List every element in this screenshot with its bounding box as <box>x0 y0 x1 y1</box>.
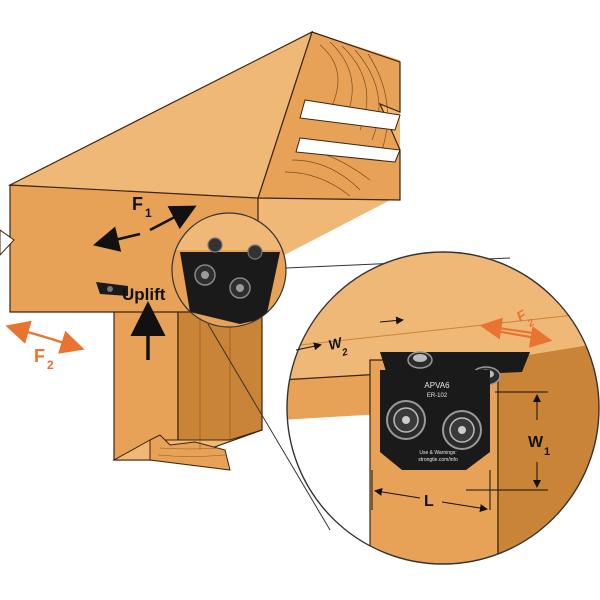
f1-subscript: 1 <box>145 206 152 220</box>
w1-dimension: W 1 <box>466 391 550 491</box>
f2-subscript: 2 <box>47 358 54 372</box>
leg-bolt-2 <box>442 410 482 450</box>
uplift-arrow: Uplift <box>122 285 166 360</box>
l-dimension: L <box>371 470 491 513</box>
bracket-warning-line1: Use & Warnings: <box>419 450 456 456</box>
bracket-warning-line2: strongtie.com/info <box>418 457 458 463</box>
leg-bolt-1 <box>386 400 426 440</box>
zoom-source-circle <box>171 212 287 328</box>
bracket-model-text: APVA6 <box>424 381 450 390</box>
zoom-line-bottom <box>207 323 331 531</box>
f2-arrow: F 2 <box>5 320 85 372</box>
bracket-report-text: ER-102 <box>427 393 448 399</box>
uplift-label: Uplift <box>122 285 166 304</box>
detail-circle: APVA6 ER-102 Use & Warnings: strongtie.c… <box>286 251 600 565</box>
l-label: L <box>424 493 434 510</box>
f2-label: F <box>34 346 45 366</box>
f1-label: F <box>132 194 143 214</box>
left-bracket <box>96 282 128 296</box>
w2-subscript: 2 <box>340 347 350 359</box>
w1-label: W <box>528 434 544 451</box>
f1-arrow: F 1 <box>92 194 197 252</box>
w1-subscript: 1 <box>544 446 550 458</box>
f2-detail-subscript: 2 <box>525 317 537 330</box>
top-flange-bolt-1 <box>407 351 433 369</box>
